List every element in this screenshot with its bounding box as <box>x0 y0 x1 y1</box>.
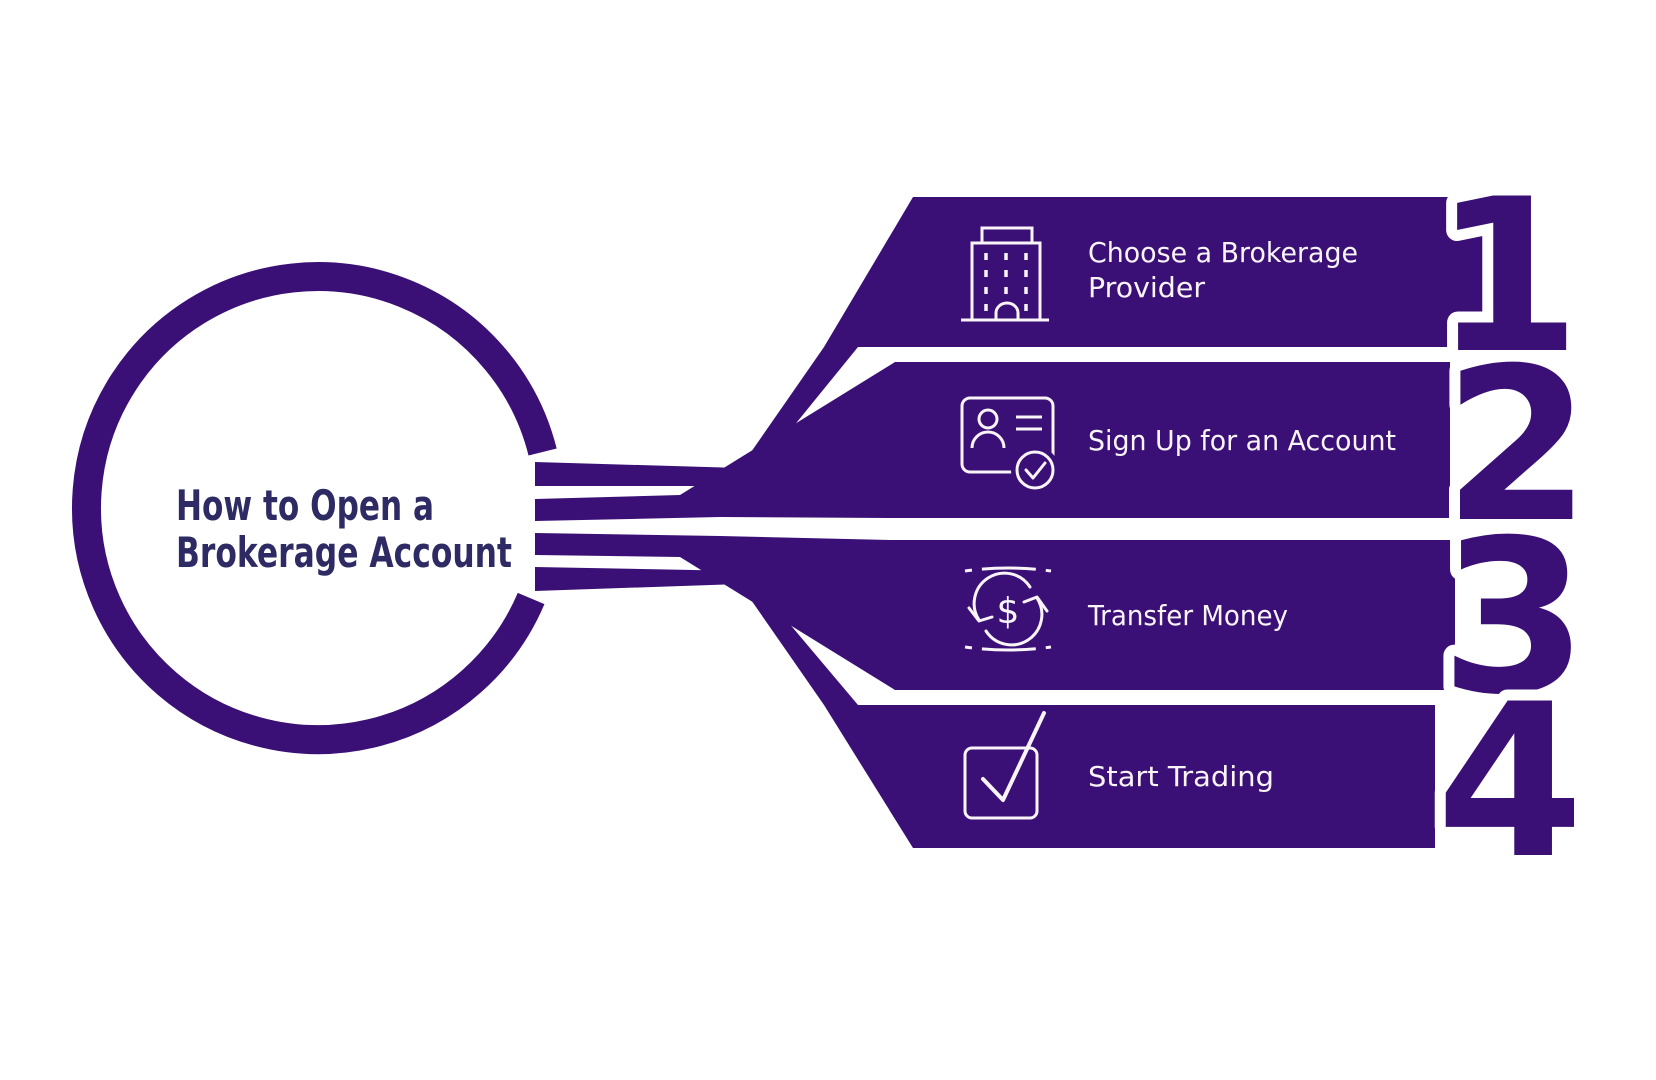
step-banner-1: Choose a Brokerage Provider 1 <box>535 142 1592 486</box>
banner-shape-3 <box>535 533 1455 690</box>
infographic-title: How to Open a Brokerage Account <box>176 481 512 577</box>
step-number: 1 <box>1433 153 1581 400</box>
step-label: Start Trading <box>1088 760 1274 793</box>
step-label: Choose a Brokerage Provider <box>1088 236 1367 304</box>
money-transfer-icon: $ <box>964 566 1052 652</box>
step-label: Transfer Money <box>1087 599 1288 632</box>
step-label: Sign Up for an Account <box>1088 424 1396 457</box>
title-line-1: How to Open a <box>176 481 434 530</box>
step-banner-2: Sign Up for an Account 2 <box>535 311 1602 580</box>
building-windows <box>984 253 1028 311</box>
step-banner-4: Start Trading 4 <box>535 567 1595 916</box>
step-number: 3 <box>1440 494 1588 741</box>
title-line-2: Brokerage Account <box>176 528 512 577</box>
banner-shape-4 <box>535 567 1435 848</box>
step-banner-3: $ Transfer Money 3 <box>535 483 1599 752</box>
step-number: 2 <box>1443 322 1591 569</box>
check-square-icon <box>963 711 1046 820</box>
dollar-glyph: $ <box>997 591 1020 632</box>
step-number: 4 <box>1436 658 1584 905</box>
title-circle <box>71 262 557 755</box>
id-card-icon <box>960 396 1059 494</box>
building-icon <box>961 226 1049 322</box>
banner-shape-1 <box>535 197 1500 486</box>
banner-shape-2 <box>535 362 1450 521</box>
